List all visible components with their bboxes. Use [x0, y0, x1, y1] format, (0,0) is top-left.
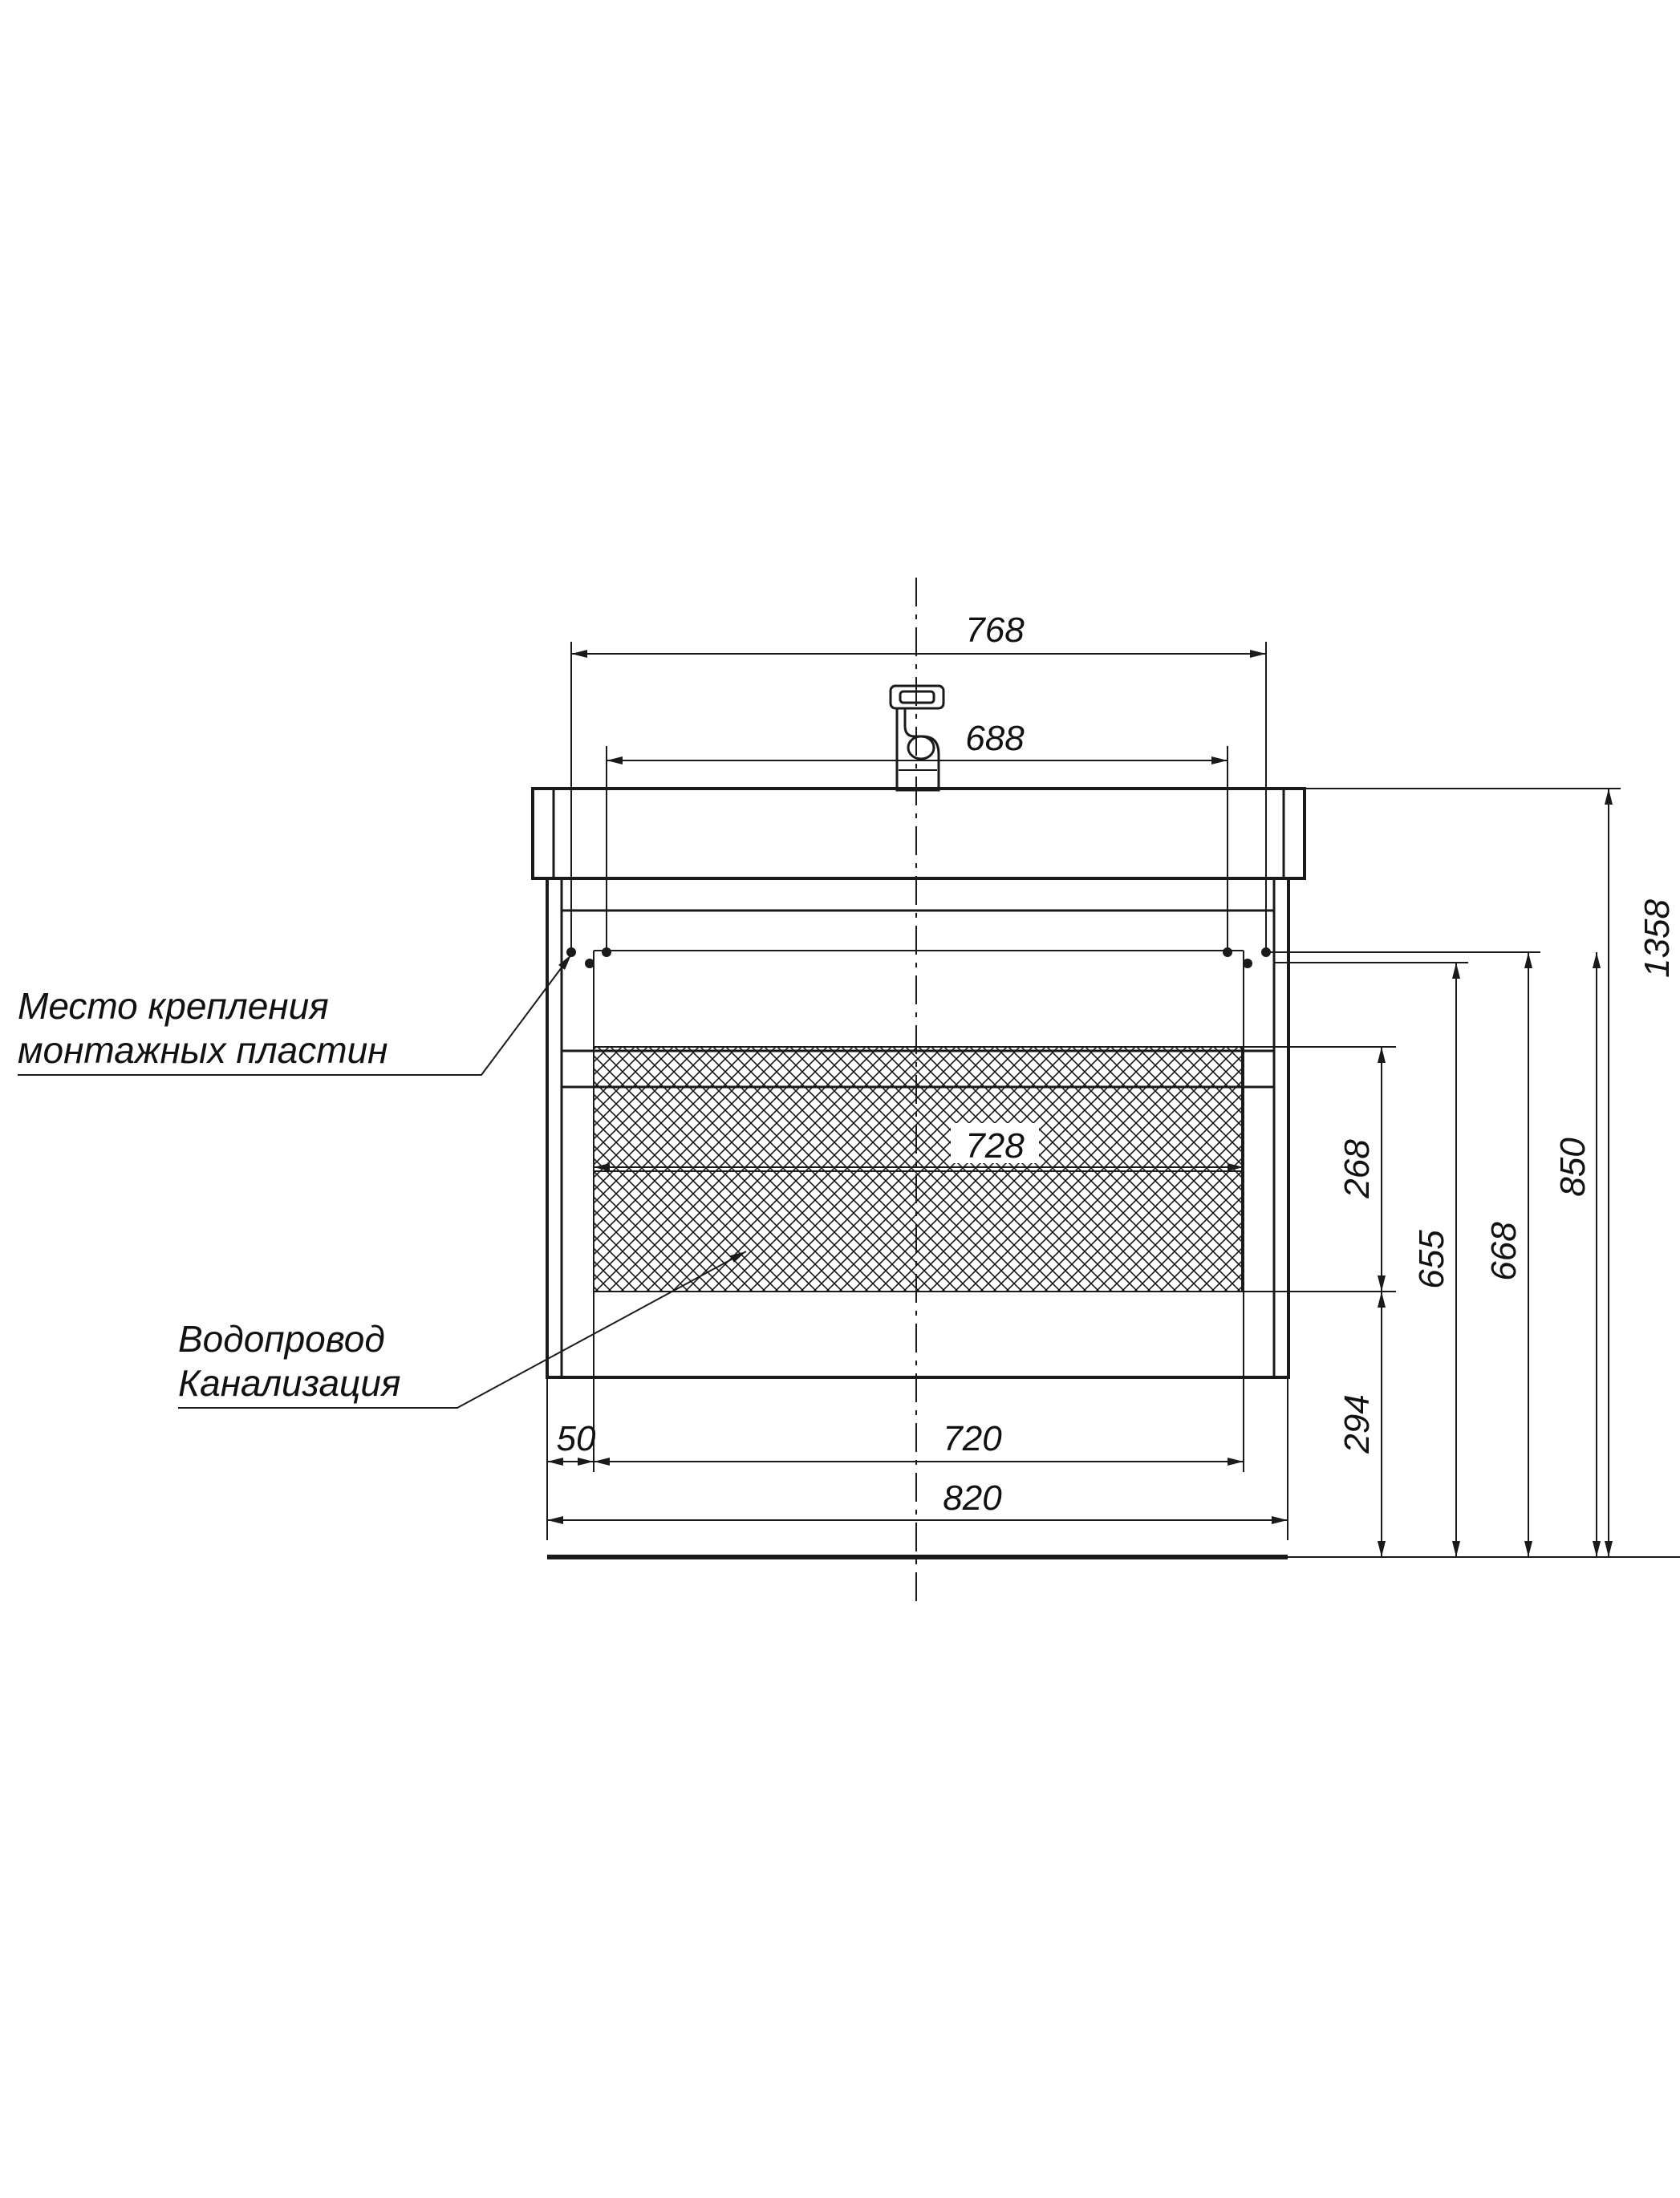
dimension-720: 720	[594, 1419, 1244, 1466]
dimension-294: 294	[1337, 1292, 1386, 1557]
dimension-688: 688	[607, 719, 1228, 764]
faucet	[889, 684, 945, 792]
dimension-668: 668	[1484, 952, 1532, 1557]
callout-mounting-line2: монтажных пластин	[18, 1029, 388, 1071]
dim-294-label: 294	[1337, 1394, 1377, 1454]
dim-768-label: 768	[965, 610, 1025, 650]
dim-720-label: 720	[943, 1419, 1002, 1458]
dimension-728: 728	[594, 1123, 1244, 1171]
dim-688-label: 688	[965, 719, 1025, 758]
dim-268-label: 268	[1337, 1139, 1377, 1199]
dim-668-label: 668	[1484, 1222, 1524, 1281]
dimension-655: 655	[1412, 963, 1460, 1557]
utility-zone-upper	[593, 1046, 1243, 1172]
dim-1358-label: 1358	[1637, 899, 1677, 978]
callout-utilities-line1: Водопровод	[178, 1318, 385, 1360]
dimension-1358: 1358	[1605, 789, 1677, 1557]
dim-655-label: 655	[1412, 1230, 1451, 1289]
dim-820-label: 820	[943, 1478, 1002, 1518]
callout-utilities: Водопровод Канализация	[178, 1251, 747, 1409]
dimension-268: 268	[1337, 1047, 1386, 1292]
callout-mounting-plates: Место крепления монтажных пластин	[18, 954, 572, 1076]
dimension-768: 768	[571, 610, 1266, 658]
dim-50-label: 50	[557, 1419, 596, 1458]
dim-728-label: 728	[965, 1126, 1025, 1166]
dimension-850: 850	[1553, 952, 1601, 1557]
dimension-50: 50	[547, 1419, 596, 1466]
callout-mounting-line1: Место крепления	[18, 985, 329, 1027]
dim-850-label: 850	[1553, 1138, 1593, 1197]
callout-utilities-line2: Канализация	[178, 1362, 401, 1404]
basin-top	[531, 787, 1306, 880]
extension-lines	[546, 642, 1680, 1558]
dimension-820: 820	[547, 1478, 1288, 1524]
utility-zone-lower	[593, 1170, 1243, 1292]
